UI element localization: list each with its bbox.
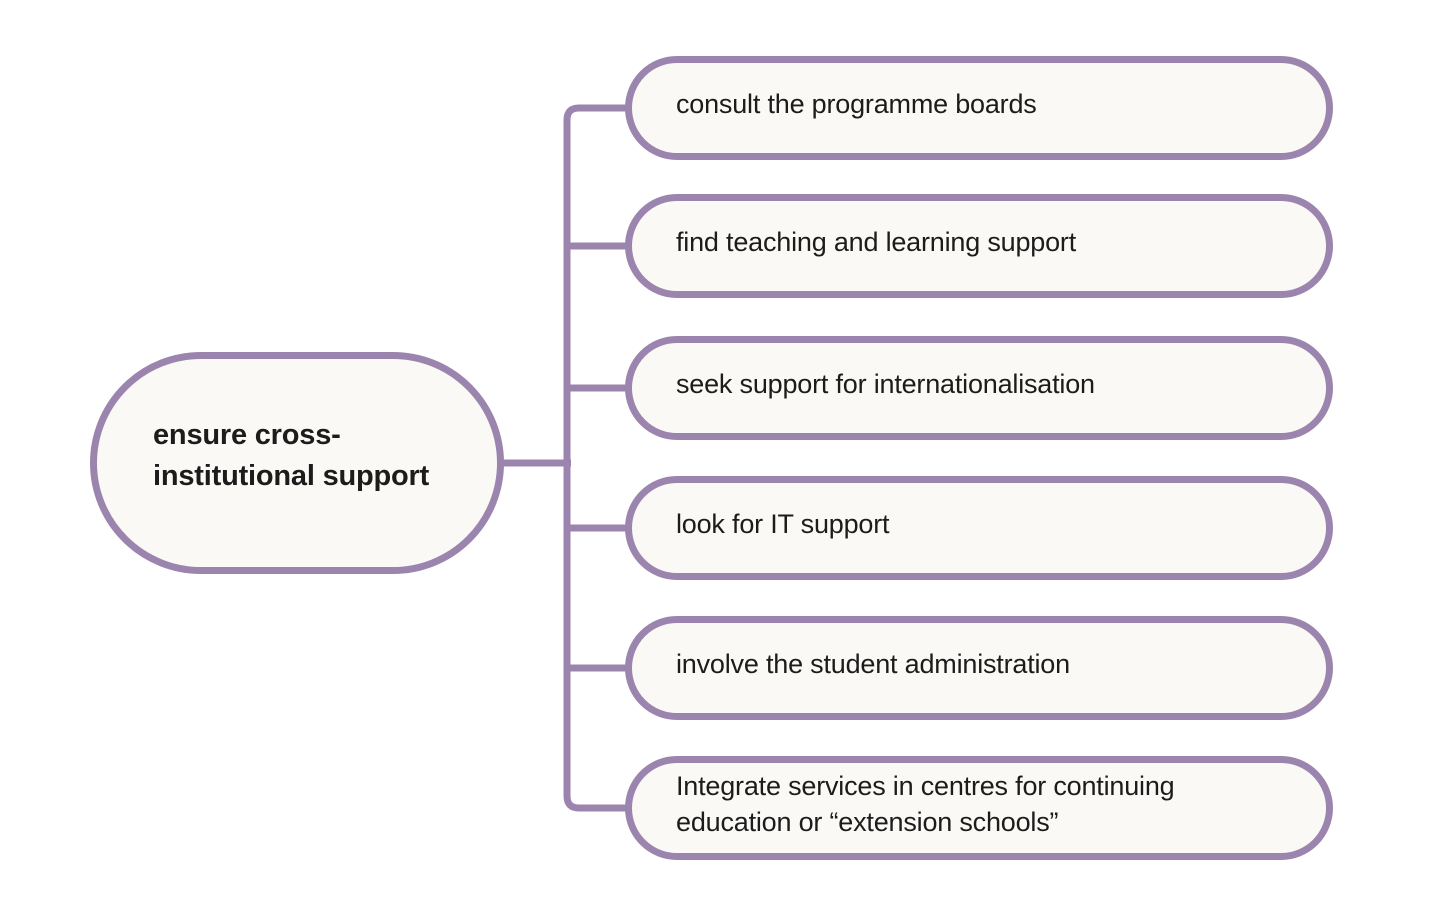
child-node-label: consult the programme boards [676, 88, 1037, 119]
child-node-label: look for IT support [676, 508, 890, 539]
child-node-integrate-services: Integrate services in centres for contin… [625, 756, 1333, 860]
root-node: ensure cross- institutional support [90, 352, 504, 574]
child-node-label: find teaching and learning support [676, 226, 1076, 257]
child-node-teaching-learning-support: find teaching and learning support [625, 194, 1333, 298]
root-node-label-line-2: institutional support [153, 460, 430, 492]
child-node-label: seek support for internationalisation [676, 368, 1095, 399]
child-node-student-administration: involve the student administration [625, 616, 1333, 720]
child-node-label: Integrate services in centres for contin… [676, 770, 1175, 837]
child-node-consult-programme-boards: consult the programme boards [625, 56, 1333, 160]
child-node-internationalisation-support: seek support for internationalisation [625, 336, 1333, 440]
child-node-label: involve the student administration [676, 648, 1070, 679]
child-node-it-support: look for IT support [625, 476, 1333, 580]
root-node-label-line-1: ensure cross- [153, 418, 341, 451]
